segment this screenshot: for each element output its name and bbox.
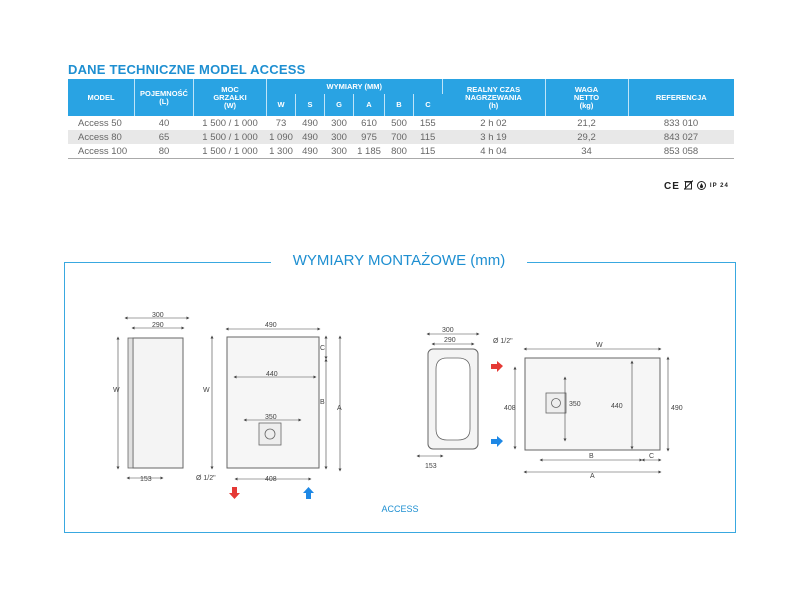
dim-440-front: 440: [266, 371, 278, 378]
col-dimensions: WYMIARY (MM): [266, 79, 443, 94]
col-a: A: [353, 94, 385, 116]
drop-protection-icon: [696, 180, 706, 192]
dim-b-front: B: [320, 399, 325, 406]
certification-marks: CE IP 24: [664, 180, 729, 192]
front-view-drawing: [210, 327, 342, 481]
col-g: G: [324, 94, 354, 116]
col-w: W: [266, 94, 296, 116]
dim-350-front: 350: [265, 414, 277, 421]
dim-440-top: 440: [611, 403, 623, 410]
dim-w-top: W: [596, 342, 603, 349]
dim-153-end: 153: [425, 463, 437, 470]
dim-b-top: B: [589, 453, 594, 460]
dim-w-side: W: [113, 387, 120, 394]
cold-water-arrow-icon: [303, 487, 314, 499]
col-c: C: [413, 94, 442, 116]
pipe-size-end: Ø 1/2": [493, 338, 513, 345]
dim-a-front: A: [337, 405, 342, 412]
col-capacity: POJEMNOŚĆ(L): [134, 79, 194, 116]
top-view-drawing: [513, 347, 670, 474]
dim-w-front: W: [203, 387, 210, 394]
dim-300-side: 300: [152, 312, 164, 319]
dim-290-side: 290: [152, 322, 164, 329]
dim-c-front: C: [320, 345, 325, 352]
dim-300-end: 300: [442, 327, 454, 334]
ip-rating: IP 24: [709, 183, 729, 189]
dim-c-top: C: [649, 453, 654, 460]
end-view-drawing: [416, 332, 480, 458]
dim-408-top: 408: [504, 405, 516, 412]
weee-bin-icon: [683, 180, 694, 192]
dim-490-top: 490: [671, 405, 683, 412]
ce-mark: CE: [664, 180, 680, 192]
side-view-drawing: [116, 316, 190, 480]
mounting-title: WYMIARY MONTAŻOWE (mm): [292, 252, 506, 269]
col-model: MODEL: [68, 79, 135, 116]
pipe-size-front: Ø 1/2": [196, 475, 216, 482]
col-b: B: [384, 94, 414, 116]
model-caption: ACCESS: [381, 504, 419, 514]
col-s: S: [295, 94, 325, 116]
cold-water-arrow-icon: [491, 436, 503, 447]
hot-water-arrow-icon: [491, 361, 503, 372]
dim-153-side: 153: [140, 476, 152, 483]
hot-water-arrow-icon: [229, 487, 240, 499]
dim-490-front: 490: [265, 322, 277, 329]
spec-title: DANE TECHNICZNE MODEL ACCESS: [68, 62, 306, 77]
dim-408-front: 408: [265, 476, 277, 483]
col-reference: REFERENCJA: [628, 79, 734, 116]
dim-290-end: 290: [444, 337, 456, 344]
dim-a-top: A: [590, 473, 595, 480]
mounting-frame: [64, 262, 736, 533]
dim-350-top: 350: [569, 401, 581, 408]
